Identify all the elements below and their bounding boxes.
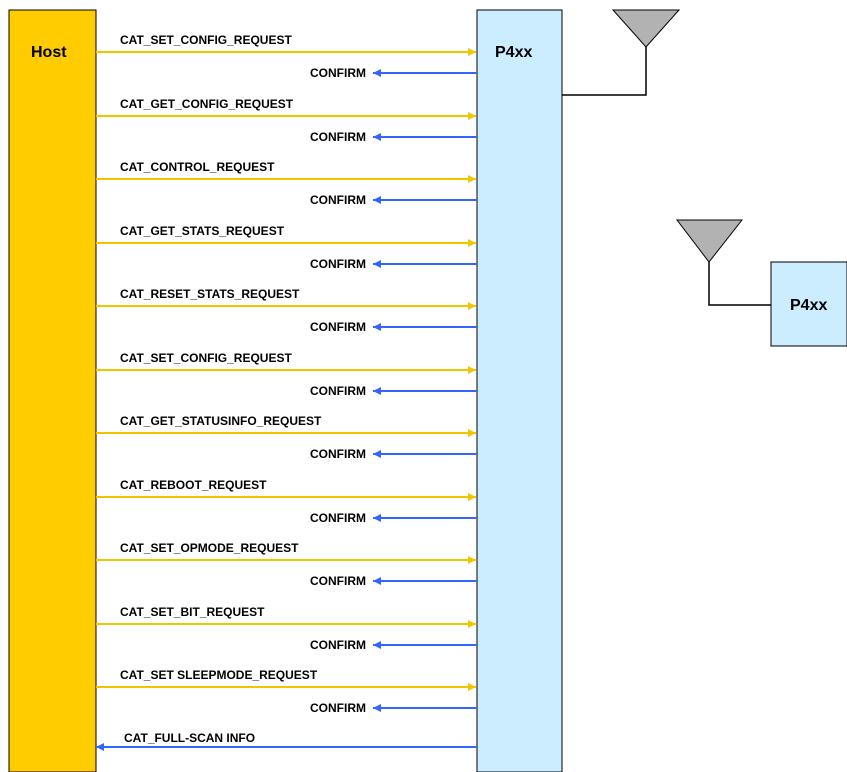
request-label: CAT_SET_CONFIG_REQUEST <box>120 33 292 47</box>
confirm-label: CONFIRM <box>310 66 366 80</box>
confirm-label: CONFIRM <box>310 257 366 271</box>
request-label: CAT_GET_STATUSINFO_REQUEST <box>120 414 322 428</box>
message-list: CAT_SET_CONFIG_REQUEST CONFIRM CAT_GET_CON… <box>96 33 477 715</box>
confirm-label: CONFIRM <box>310 384 366 398</box>
request-label: CAT_REBOOT_REQUEST <box>120 478 267 492</box>
request-label: CAT_CONTROL_REQUEST <box>120 160 275 174</box>
request-label: CAT_SET_CONFIG_REQUEST <box>120 351 292 365</box>
confirm-label: CONFIRM <box>310 447 366 461</box>
request-label: CAT_RESET_STATS_REQUEST <box>120 287 300 301</box>
device-box <box>476 9 563 772</box>
device-label: P4xx <box>495 44 532 61</box>
confirm-label: CONFIRM <box>310 574 366 588</box>
indication-label: CAT_FULL-SCAN INFO <box>124 731 255 745</box>
host-label: Host <box>31 44 67 61</box>
device-antenna-icon <box>562 9 681 96</box>
request-label: CAT_SET SLEEPMODE_REQUEST <box>120 668 318 682</box>
host-box <box>8 9 97 772</box>
request-label: CAT_GET_CONFIG_REQUEST <box>120 97 294 111</box>
confirm-label: CONFIRM <box>310 193 366 207</box>
remote-antenna-icon <box>675 219 771 306</box>
confirm-label: CONFIRM <box>310 511 366 525</box>
remote-device-label: P4xx <box>790 297 827 314</box>
confirm-label: CONFIRM <box>310 130 366 144</box>
confirm-label: CONFIRM <box>310 701 366 715</box>
confirm-label: CONFIRM <box>310 320 366 334</box>
request-label: CAT_SET_BIT_REQUEST <box>120 605 265 619</box>
remote-device-box <box>770 261 847 347</box>
request-label: CAT_SET_OPMODE_REQUEST <box>120 541 299 555</box>
confirm-label: CONFIRM <box>310 638 366 652</box>
request-label: CAT_GET_STATS_REQUEST <box>120 224 285 238</box>
